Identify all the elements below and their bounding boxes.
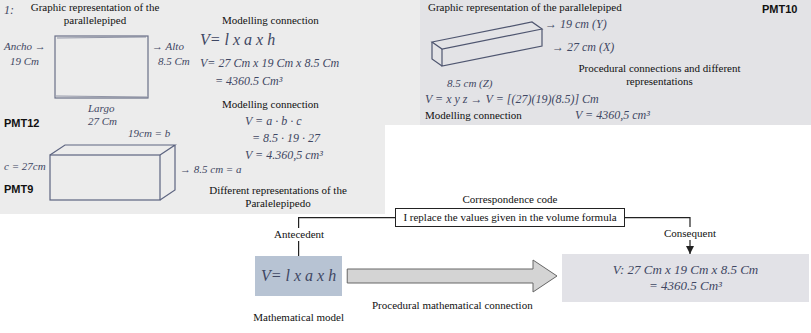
prism-sketch [50, 145, 175, 200]
handwritten-note: 19cm = b [128, 127, 170, 140]
handwritten-note: 27 Cm [88, 115, 117, 128]
arrow-head [686, 246, 694, 254]
model-photo: V= l x a x hMathematical model [255, 256, 342, 296]
connector-label: Consequent [662, 227, 718, 240]
handwritten-note: V= 27 Cm x 19 Cm x 8.5 Cm [200, 56, 339, 70]
handwritten-note: → 19 cm (Y) [545, 17, 607, 31]
node-text: I replace the values given in the volume… [403, 211, 616, 224]
node-text: V: 27 Cm x 19 Cm x 8.5 Cm [613, 262, 758, 278]
connector [347, 260, 557, 292]
handwritten-note: V = 4360,5 cm³ [575, 108, 650, 122]
panel-id: PMT10 [762, 3, 797, 16]
connector-label: Procedural mathematical connection [370, 299, 535, 312]
photo-ground [0, 0, 420, 125]
handwritten-note: V = a · b · c [245, 114, 302, 128]
handwritten-note: V= l x a x h [200, 30, 275, 49]
handwritten-note: = 8.5 · 19 · 27 [252, 131, 320, 145]
typed-label: Different representations of the Paralel… [178, 184, 378, 210]
handwritten-note: Ancho → [4, 40, 46, 53]
handwritten-note: → Alto [152, 40, 184, 53]
photo-ground [0, 125, 385, 214]
code-box: Correspondence codeI replace the values … [395, 208, 625, 227]
node-text: = 4360.5 Cm³ [649, 278, 722, 294]
handwritten-note: V = x y z → V = [(27)(19)(8.5)] Cm [425, 92, 599, 106]
block-arrow [347, 260, 557, 292]
handwritten-note: → 8.5 cm = a [180, 163, 242, 176]
typed-label: Procedural connections and different rep… [572, 62, 747, 88]
typed-label: Graphic representation of the parallelep… [428, 1, 622, 14]
handwritten-note: 1: [4, 3, 14, 17]
node-text: V= l x a x h [261, 266, 336, 285]
handwritten-note: 8.5 Cm [158, 55, 190, 68]
handwritten-note: 8.5 cm (Z) [447, 77, 493, 90]
handwritten-note: c = 27cm [4, 160, 46, 173]
result-photo: V: 27 Cm x 19 Cm x 8.5 Cm= 4360.5 Cm³ [562, 254, 809, 302]
handwritten-note: 19 Cm [10, 55, 39, 68]
node-heading: Correspondence code [463, 193, 558, 206]
typed-label: Modelling connection [222, 98, 319, 111]
prism-sketch [432, 22, 542, 66]
handwritten-note: → 27 cm (X) [552, 40, 614, 54]
photo-ground [420, 0, 811, 125]
typed-label: Modelling connection [425, 109, 522, 122]
handwritten-note: V = 4.360,5 cm³ [245, 148, 323, 162]
panel-id: PMT12 [4, 117, 39, 130]
typed-label: Modelling connection [222, 14, 319, 27]
handwritten-note: = 4360.5 Cm³ [215, 74, 282, 88]
connector-label: Antecedent [272, 228, 326, 241]
parallelepiped-sketch [55, 36, 148, 98]
handwritten-note: Largo [88, 102, 115, 115]
panel-id: PMT9 [4, 183, 33, 196]
node-heading: Mathematical model [253, 311, 344, 324]
typed-label: Graphic representation of the parallelep… [20, 1, 170, 27]
